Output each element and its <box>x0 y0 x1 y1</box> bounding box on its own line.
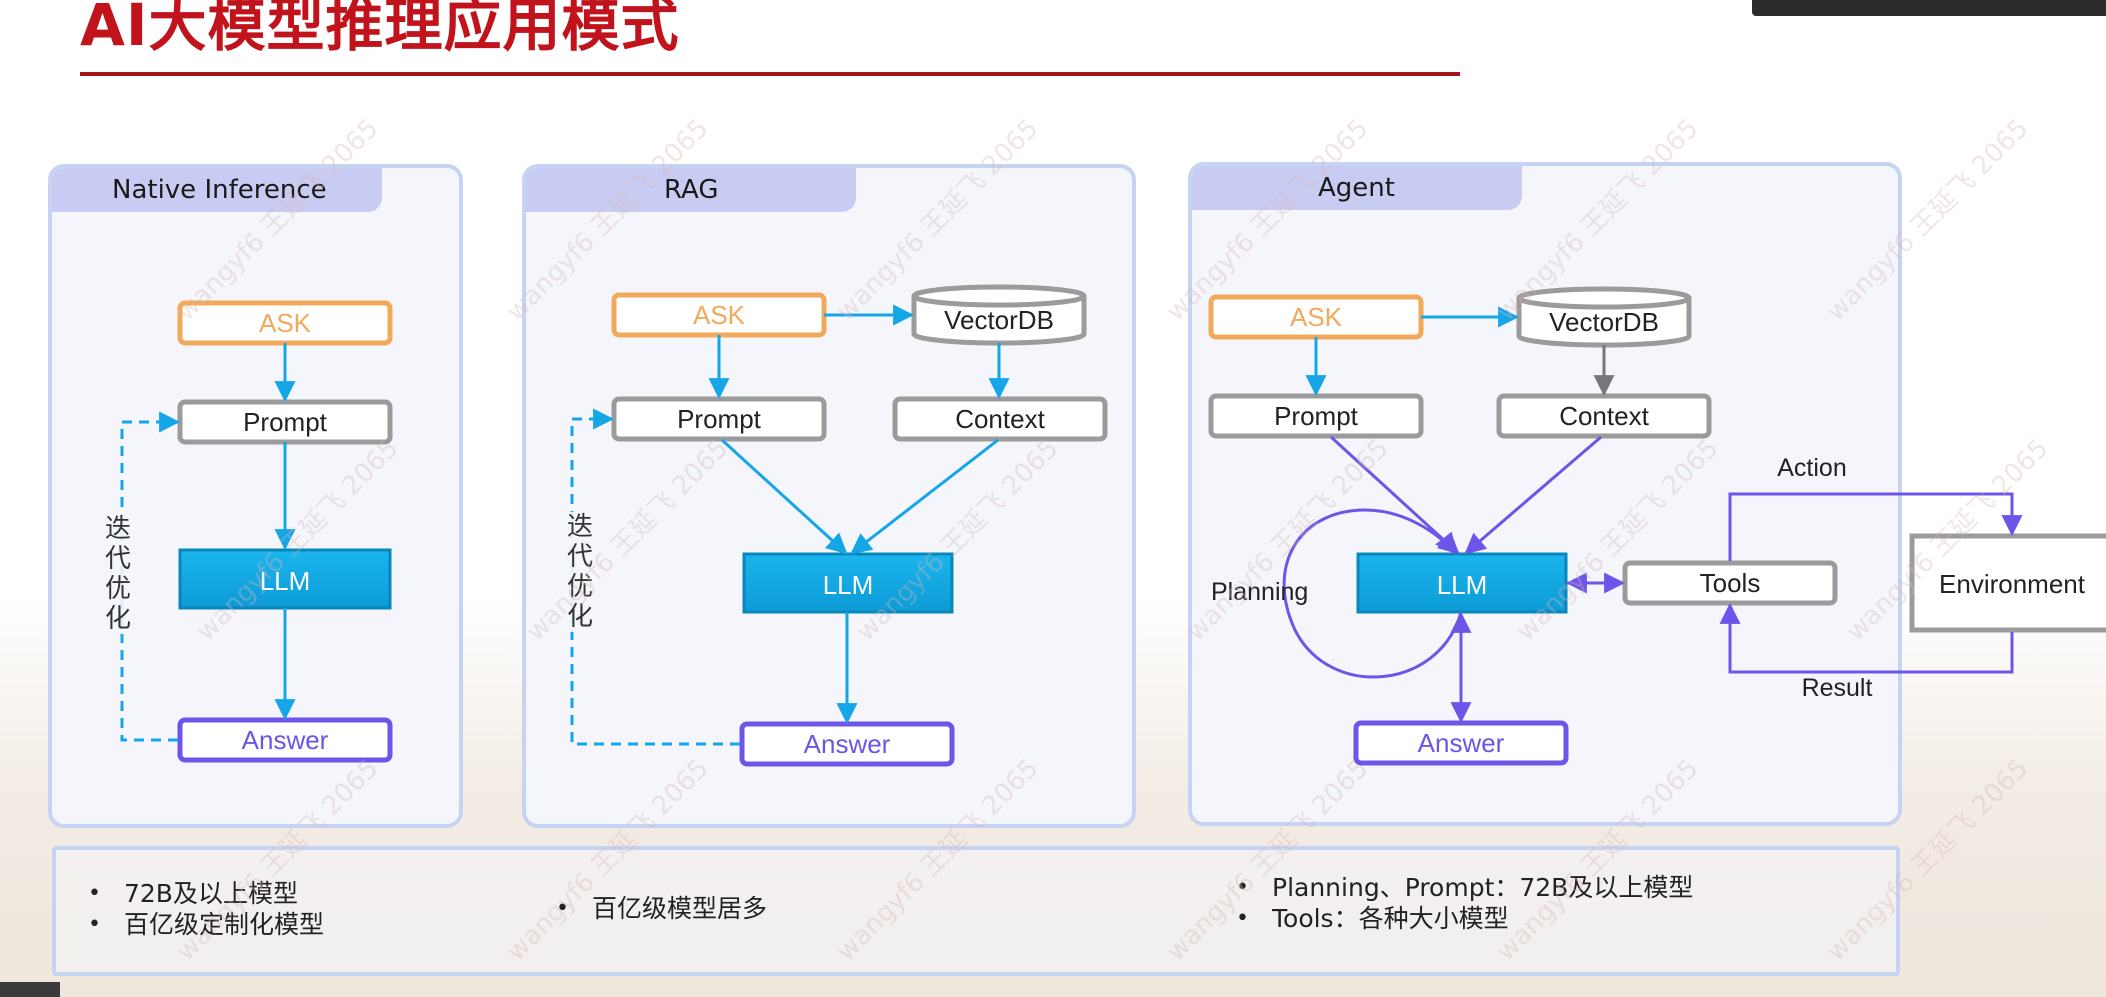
rag-vectordb-cylinder <box>911 284 1087 346</box>
panel-tab-agent: Agent <box>1192 166 1522 210</box>
native-loop-char: 优 <box>104 574 131 604</box>
notes-native: 72B及以上模型 百亿级定制化模型 <box>80 878 324 940</box>
agent-arrow-context-llm <box>1464 435 1602 555</box>
note-item: 百亿级模型居多 <box>548 893 767 924</box>
rag-loop-char: 化 <box>566 602 593 632</box>
footer-tab <box>0 982 60 997</box>
agent-action-label: Action <box>1777 454 1846 482</box>
agent-answer-label: Answer <box>1418 728 1505 758</box>
panel-rag: RAG <box>522 164 1136 828</box>
agent-vectordb-cylinder <box>1516 286 1692 348</box>
native-ask-label: ASK <box>259 308 312 338</box>
native-diagram: ASK Prompt LLM Answer <box>120 300 393 763</box>
rag-answer-label: Answer <box>804 729 891 759</box>
native-llm-label: LLM <box>260 566 311 596</box>
agent-planning-loop <box>1282 508 1463 679</box>
rag-arrow-prompt-llm <box>720 438 848 555</box>
rag-llm-box <box>742 552 954 614</box>
native-prompt-label: Prompt <box>243 407 328 437</box>
native-answer-label: Answer <box>242 725 329 755</box>
agent-ask-label: ASK <box>1290 302 1343 332</box>
notes-agent: Planning、Prompt：72B及以上模型 Tools：各种大小模型 <box>1228 872 1693 934</box>
rag-loop-label: 迭 代 优 化 <box>560 512 600 632</box>
agent-prompt-label: Prompt <box>1274 401 1359 431</box>
note-item: 百亿级定制化模型 <box>80 909 324 940</box>
panel-native-inference: Native Inference <box>48 164 463 828</box>
native-loop-char: 化 <box>104 604 131 634</box>
title-underline <box>80 72 1460 76</box>
notes-rag: 百亿级模型居多 <box>548 893 767 924</box>
agent-planning-label: Planning <box>1211 578 1308 606</box>
agent-environment-label: Environment <box>1939 569 2086 599</box>
agent-context-label: Context <box>1559 401 1649 431</box>
native-loop-char: 迭 <box>104 514 131 544</box>
rag-arrow-context-llm <box>850 438 999 555</box>
agent-action-arrow <box>1728 492 2023 561</box>
rag-loop-char: 优 <box>566 572 593 602</box>
agent-diagram: ASK VectorDB Prompt Context LLM Tools En… <box>1208 286 2106 766</box>
note-item: Tools：各种大小模型 <box>1228 903 1693 934</box>
window-corner-bar <box>1752 0 2106 16</box>
rag-prompt-label: Prompt <box>677 404 762 434</box>
rag-loop-char: 代 <box>566 542 593 572</box>
page-title: AI大模型推理应用模式 <box>80 0 680 59</box>
rag-ask-label: ASK <box>693 300 746 330</box>
rag-diagram: ASK VectorDB Prompt Context LLM Answer <box>570 284 1108 767</box>
panel-tab-native: Native Inference <box>52 168 382 212</box>
agent-tools-label: Tools <box>1700 568 1761 598</box>
agent-vectordb-label: VectorDB <box>1549 307 1659 337</box>
note-item: Planning、Prompt：72B及以上模型 <box>1228 872 1693 903</box>
agent-llm-label: LLM <box>1437 570 1488 600</box>
rag-llm-label: LLM <box>823 570 874 600</box>
native-loop-label: 迭 代 优 化 <box>98 514 138 634</box>
rag-context-label: Context <box>955 404 1045 434</box>
native-loop-char: 代 <box>104 544 131 574</box>
note-item: 72B及以上模型 <box>80 878 324 909</box>
panel-tab-rag: RAG <box>526 168 856 212</box>
agent-result-label: Result <box>1802 674 1873 702</box>
rag-vectordb-label: VectorDB <box>944 305 1054 335</box>
agent-result-arrow <box>1719 602 2014 674</box>
rag-loop-char: 迭 <box>566 512 593 542</box>
